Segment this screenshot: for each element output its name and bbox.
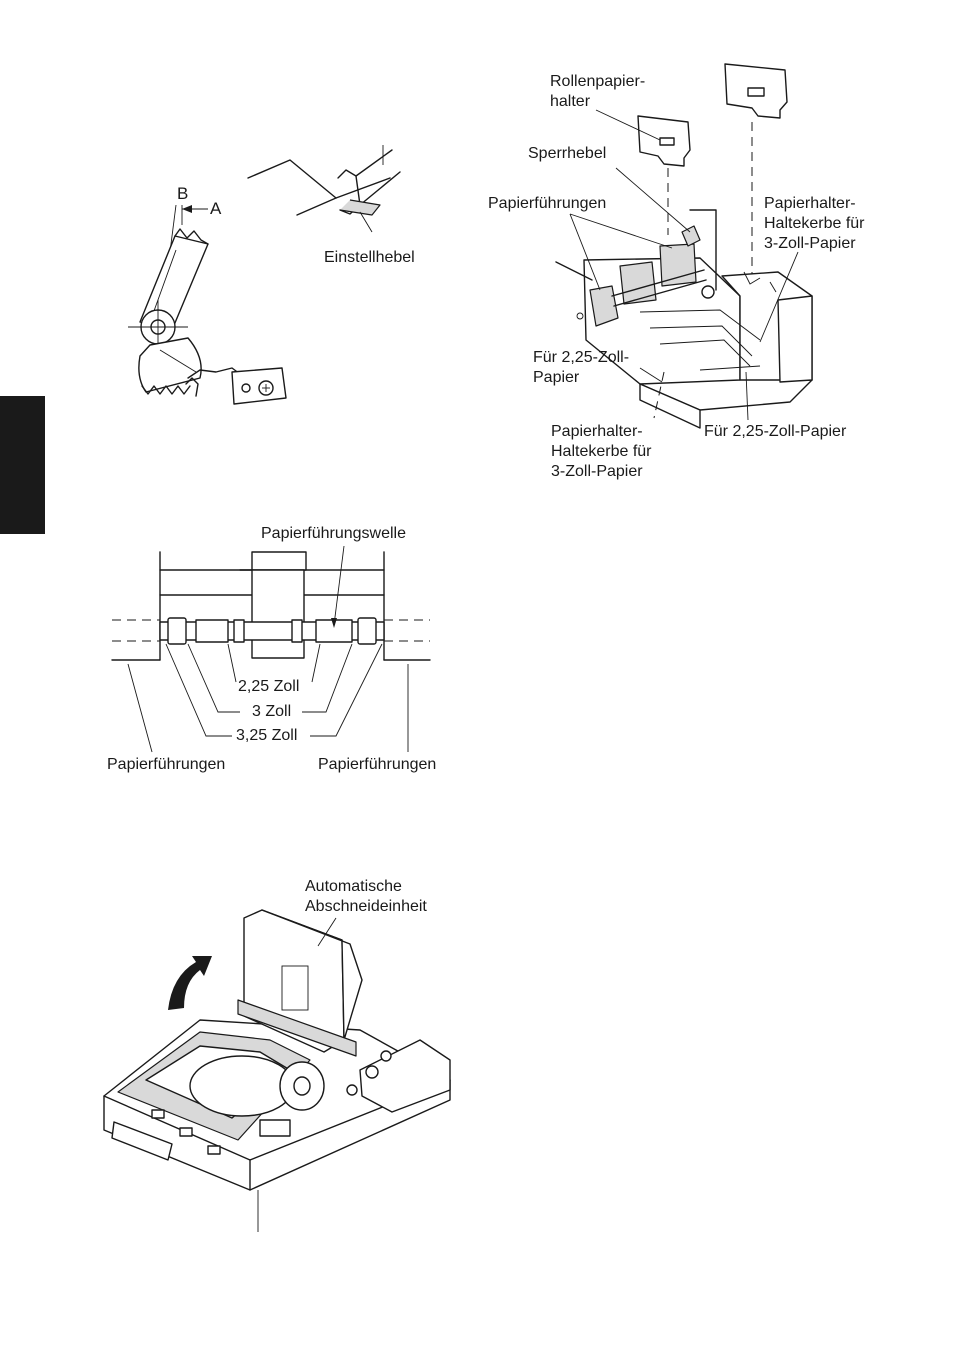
label-papierfuehrungen-top: Papierführungen: [488, 195, 607, 212]
label-notch-3in-top: Papierhalter- Haltekerbe für 3-Zoll-Papi…: [764, 195, 865, 252]
label-einstellhebel: Einstellhebel: [324, 249, 415, 266]
label-fuer-225-left: Für 2,25-Zoll- Papier: [533, 349, 630, 386]
label-rollenpapierhalter: Rollenpapier- halter: [550, 73, 646, 110]
label-fuer-225-right: Für 2,25-Zoll-Papier: [704, 423, 847, 440]
label-b: B: [177, 184, 189, 203]
section-tab: [0, 396, 45, 534]
label-325-zoll: 3,25 Zoll: [236, 727, 298, 744]
label-papierfuehrungen-right: Papierführungen: [318, 756, 437, 773]
label-abschneideinheit: Automatische Abschneideinheit: [305, 878, 427, 915]
label-papierfuehrungswelle: Papierführungswelle: [261, 525, 406, 542]
label-sperrhebel: Sperrhebel: [528, 145, 607, 162]
label-notch-3in-bottom: Papierhalter- Haltekerbe für 3-Zoll-Papi…: [551, 423, 652, 480]
label-225-zoll: 2,25 Zoll: [238, 678, 300, 695]
label-a: A: [210, 199, 222, 218]
label-papierfuehrungen-left: Papierführungen: [107, 756, 226, 773]
label-3-zoll: 3 Zoll: [252, 703, 292, 720]
